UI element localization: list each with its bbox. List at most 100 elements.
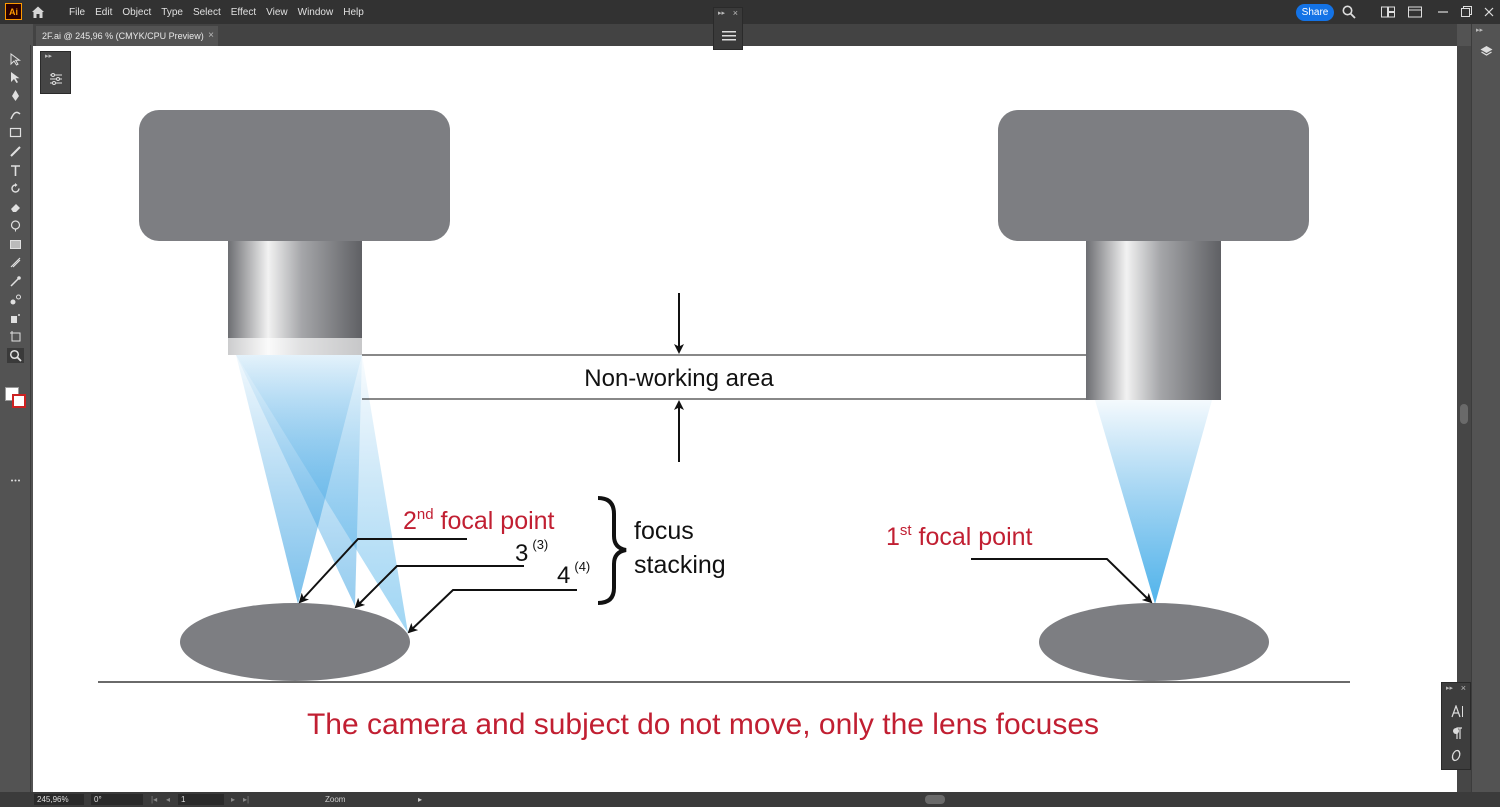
zoom-level-field[interactable]: 245,96% [34,794,84,805]
menu-type[interactable]: Type [161,6,183,18]
panel-collapse-icon[interactable]: ▸▸ [1446,685,1454,692]
character-icon[interactable] [1451,705,1464,718]
menu-file[interactable]: File [69,6,86,18]
zoom-tool-icon[interactable] [7,348,24,363]
selection-tool-icon[interactable] [7,52,24,67]
app-logo: Ai [5,3,22,20]
focus-label: focus [634,517,694,545]
curvature-tool-icon[interactable] [7,107,24,122]
paintbrush-tool-icon[interactable] [7,144,24,159]
menu-effect[interactable]: Effect [230,6,257,18]
last-artboard-icon[interactable]: ▸| [243,795,250,804]
first-artboard-icon[interactable]: |◂ [151,795,158,804]
menu-window[interactable]: Window [297,6,334,18]
minimize-icon[interactable] [1436,5,1450,19]
status-menu-icon[interactable]: ▸ [418,795,423,804]
arrange-documents-icon[interactable] [1381,5,1395,19]
menu-select[interactable]: Select [192,6,221,18]
second-focal-text: focal point [434,507,555,535]
point-3-label: 3 (3) [515,537,548,567]
symbol-sprayer-tool-icon[interactable] [7,311,24,326]
workspace-icon[interactable] [1408,5,1422,19]
type-panels-float[interactable]: ▸▸ × [1441,682,1471,770]
more-tools-icon[interactable] [7,473,24,488]
second-focal-number: 2 [403,507,417,535]
prev-artboard-icon[interactable]: ◂ [166,795,171,804]
focus-stacking-diagram: Non-working area 2nd focal point 3 (3) 4(… [98,110,1350,741]
menu-view[interactable]: View [266,6,288,18]
panel-collapse-icon[interactable]: ▸▸ [718,10,726,17]
document-tab[interactable]: 2F.ai @ 245,96 % (CMYK/CPU Preview) × [36,26,218,46]
rotation-field[interactable]: 0° [91,794,143,805]
status-bar: 245,96% 0° |◂ ◂ 1 ▸ ▸| Zoom ▸ [0,792,1500,807]
close-icon[interactable] [1482,5,1496,19]
next-artboard-icon[interactable]: ▸ [231,795,236,804]
rotate-tool-icon[interactable] [7,181,24,196]
vertical-scroll-thumb[interactable] [1460,404,1468,424]
horizontal-scroll-thumb[interactable] [925,795,945,804]
left-lens [228,241,362,338]
caption: The camera and subject do not move, only… [307,708,1099,741]
rectangle-tool-icon[interactable] [7,125,24,140]
mesh-tool-icon[interactable] [7,255,24,270]
eyedropper-tool-icon[interactable] [7,274,24,289]
second-focal-label: 2nd focal point [403,506,555,535]
panel-close-icon[interactable]: × [732,8,738,18]
share-button[interactable]: Share [1296,4,1334,21]
panel-collapse-icon[interactable]: ▸▸ [45,53,53,60]
pen-tool-icon[interactable] [7,88,24,103]
properties-panel-float[interactable]: ▸▸ [40,51,71,94]
control-panel-float[interactable]: ▸▸ × [713,7,743,50]
menu-help[interactable]: Help [343,6,364,18]
vertical-scrollbar[interactable] [1457,46,1471,792]
point-3-number: 3 [515,540,528,567]
leader-arrow-4 [407,589,577,634]
right-beam [1095,400,1212,604]
opentype-icon[interactable] [1451,749,1464,762]
artboard-canvas[interactable]: ▸▸ [33,46,1457,792]
non-working-label: Non-working area [584,365,774,392]
first-focal-text: focal point [912,523,1033,551]
dock-collapse-icon[interactable]: ▸▸ [1476,27,1484,34]
point-4-label: 4(4) [557,559,590,589]
paragraph-icon[interactable] [1451,727,1464,740]
panel-menu-icon[interactable] [722,30,736,42]
right-camera-body [998,110,1309,241]
menu-edit[interactable]: Edit [95,6,113,18]
menu-bar: Ai File Edit Object Type Select Effect V… [0,0,1500,50]
point-3-sup: (3) [532,537,548,552]
fill-stroke-swatch[interactable] [5,387,27,409]
blend-tool-icon[interactable] [7,292,24,307]
leader-arrow-3 [354,565,524,609]
focus-stacking-brace [597,496,627,605]
left-beam-4 [236,355,408,633]
type-tool-icon[interactable] [7,163,24,178]
current-tool-label: Zoom [325,795,346,804]
document-tab-title: 2F.ai @ 245,96 % (CMYK/CPU Preview) [42,31,204,41]
first-focal-suffix: st [900,522,913,539]
properties-icon[interactable] [49,72,63,86]
menu-list: File Edit Object Type Select Effect View… [69,0,374,24]
gradient-tool-icon[interactable] [7,237,24,252]
direct-selection-tool-icon[interactable] [7,70,24,85]
restore-icon[interactable] [1459,5,1473,19]
stroke-swatch[interactable] [12,394,26,408]
leader-arrow-2 [298,538,467,604]
menu-object[interactable]: Object [122,6,152,18]
layers-icon[interactable] [1479,44,1494,59]
leader-arrow-1 [971,558,1153,604]
tab-close-icon[interactable]: × [208,30,214,41]
second-focal-suffix: nd [417,506,434,523]
search-icon[interactable] [1342,5,1356,19]
panel-close-icon[interactable]: × [1460,683,1466,693]
right-lens [1086,241,1221,400]
eraser-tool-icon[interactable] [7,200,24,215]
artboard-number-field[interactable]: 1 [178,794,224,805]
first-focal-label: 1st focal point [886,522,1033,551]
home-icon[interactable] [30,4,46,20]
tools-panel [0,45,31,792]
artboard-tool-icon[interactable] [7,329,24,344]
warp-tool-icon[interactable] [7,218,24,233]
left-subject [180,603,410,681]
point-4-number: 4 [557,562,570,589]
